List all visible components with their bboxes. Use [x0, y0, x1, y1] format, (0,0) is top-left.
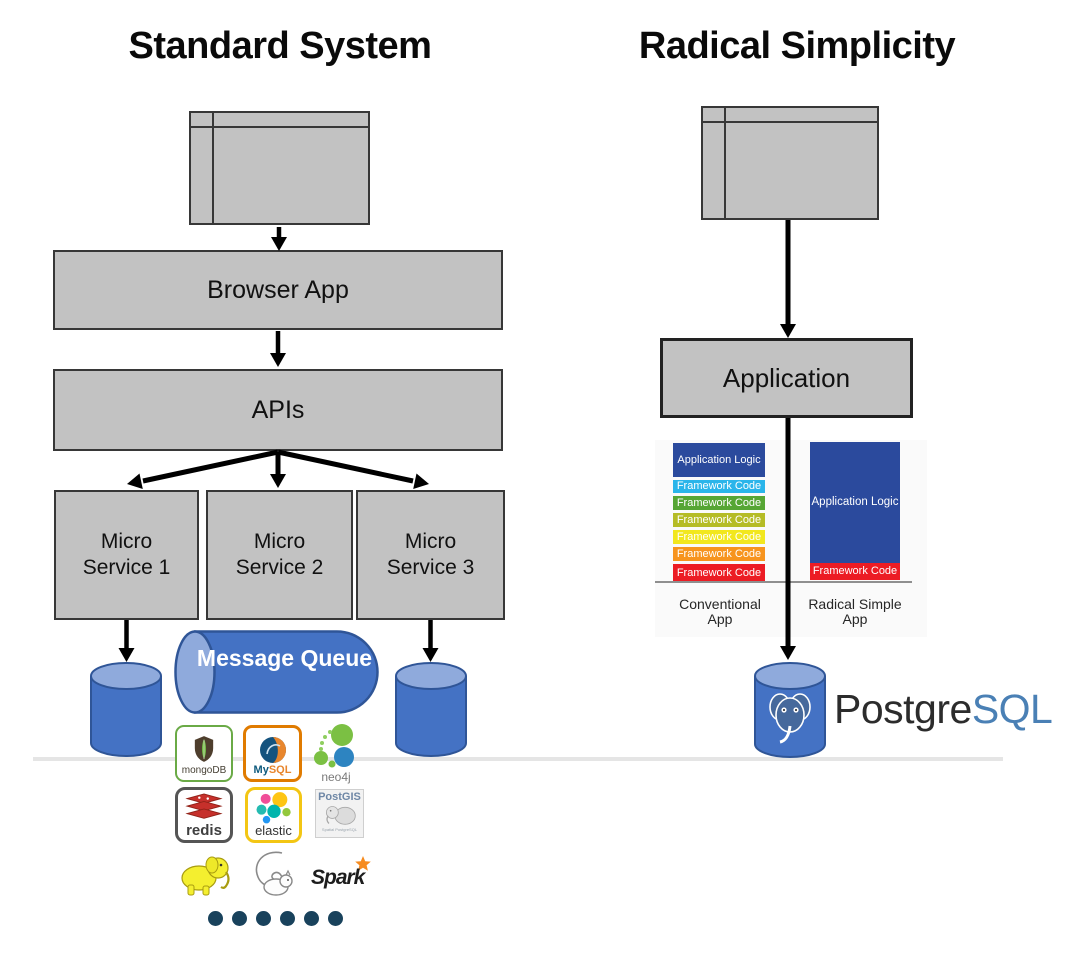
postgis-subtitle: Spatial PostgreSQL [321, 827, 358, 832]
postgis-logo-icon: PostGIS Spatial PostgreSQL [315, 789, 364, 838]
left-title: Standard System [128, 25, 432, 67]
browser-window-icon [189, 111, 370, 225]
mongodb-logo-icon: mongoDB [175, 725, 233, 782]
neo4j-logo-icon: neo4j [311, 724, 361, 786]
conventional-app-stack: Application Logic Framework Code Framewo… [673, 443, 765, 583]
postgresql-database-icon [754, 662, 826, 759]
ellipsis-dot [256, 911, 271, 926]
stack-layer-framework-code: Framework Code [673, 480, 765, 493]
elastic-label: elastic [255, 823, 292, 838]
ellipsis-dot [304, 911, 319, 926]
stack-layer-framework-code: Framework Code [810, 563, 900, 580]
browser-titlebar [191, 113, 368, 128]
stack-layer-framework-code: Framework Code [673, 513, 765, 527]
neo4j-label: neo4j [321, 770, 351, 784]
browser-titlebar [703, 108, 877, 123]
browser-sidebar [703, 108, 726, 218]
application-box: Application [660, 338, 913, 418]
conventional-app-caption: Conventional App [679, 596, 761, 627]
micro-service-1-box: Micro Service 1 [54, 490, 199, 620]
divider-line [33, 757, 1003, 761]
stack-layer-application-logic: Application Logic [810, 442, 900, 563]
postgis-title: PostGIS [318, 791, 361, 803]
mongodb-label: mongoDB [181, 765, 227, 776]
stack-layer-framework-code: Framework Code [673, 547, 765, 561]
redis-label: redis [186, 822, 222, 839]
database-cylinder-icon [90, 662, 162, 758]
message-queue-cylinder-icon: Message Queue [173, 630, 380, 714]
chart-baseline [655, 581, 912, 583]
stack-layer-framework-code: Framework Code [673, 496, 765, 510]
right-title: Radical Simplicity [638, 25, 956, 67]
browser-app-box: Browser App [53, 250, 503, 330]
mysql-logo-icon: MySQL [243, 725, 302, 782]
postgresql-elephant-icon [769, 693, 811, 744]
hadoop-elephant-icon [176, 852, 232, 897]
radical-simple-app-caption: Radical Simple App [808, 596, 902, 627]
ellipsis-dot [280, 911, 295, 926]
apis-box: APIs [53, 369, 503, 451]
micro-service-2-box: Micro Service 2 [206, 490, 353, 620]
elastic-logo-icon: elastic [245, 787, 302, 843]
ellipsis-dot [232, 911, 247, 926]
ellipsis-dot [208, 911, 223, 926]
stack-layer-application-logic: Application Logic [673, 443, 765, 477]
stack-layer-framework-code: Framework Code [673, 564, 765, 583]
message-queue-label: Message Queue [196, 645, 373, 671]
radical-simple-stack: Application Logic Framework Code [810, 442, 900, 580]
flink-squirrel-icon [248, 849, 294, 898]
stack-layer-framework-code: Framework Code [673, 530, 765, 544]
spark-label: Spark [311, 866, 365, 889]
mysql-label: MySQL [253, 764, 292, 776]
browser-window-icon [701, 106, 879, 220]
postgresql-wordmark: PostgreSQL [834, 686, 1053, 732]
browser-sidebar [191, 113, 214, 223]
spark-logo-icon: Spark [311, 856, 371, 892]
database-cylinder-icon [395, 662, 467, 758]
micro-service-3-box: Micro Service 3 [356, 490, 505, 620]
redis-logo-icon: redis [175, 787, 233, 843]
ellipsis-dot [328, 911, 343, 926]
more-databases-ellipsis [208, 911, 343, 926]
